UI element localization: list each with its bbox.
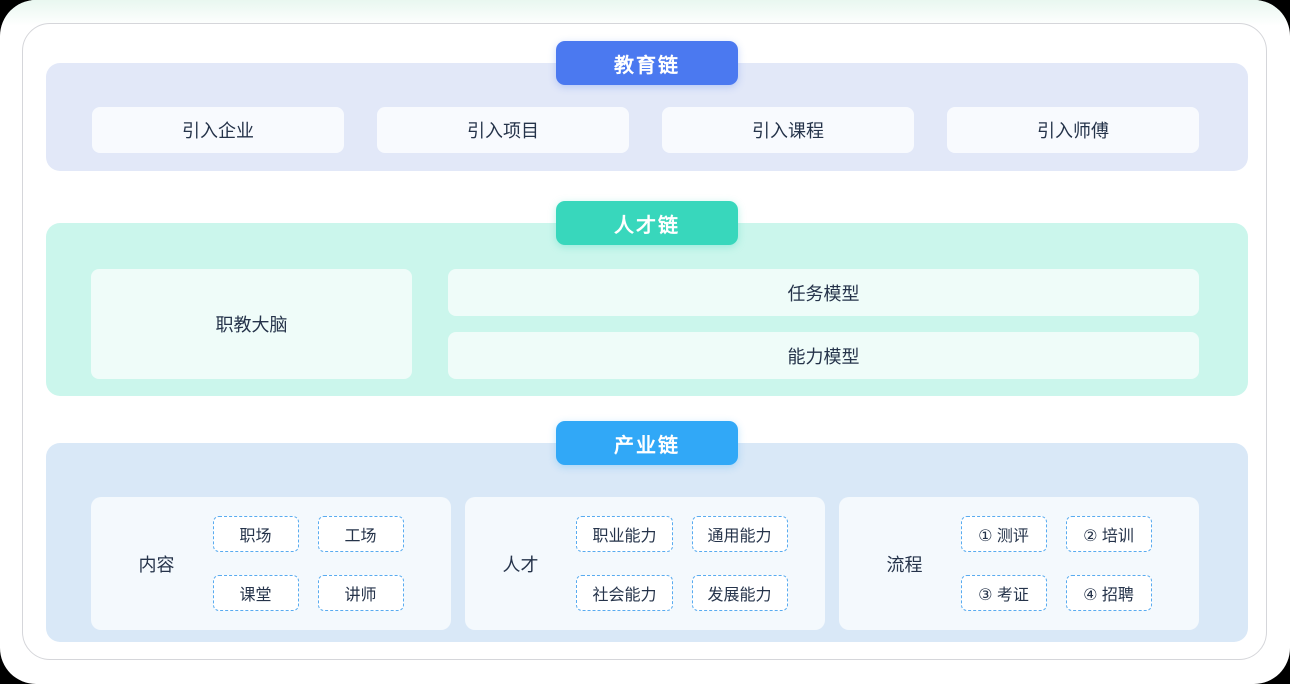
education-item-project: 引入项目 <box>377 107 629 153</box>
industry-chip: 通用能力 <box>691 516 788 552</box>
section-talent-chain: 人才链 职教大脑 任务模型 能力模型 <box>46 201 1248 396</box>
industry-chip: 发展能力 <box>691 575 788 611</box>
industry-chip-grid: 职业能力 通用能力 社会能力 发展能力 <box>576 516 788 611</box>
industry-chip-grid: 职场 工场 课堂 讲师 <box>212 516 404 611</box>
industry-chip: ③ 考证 <box>960 575 1047 611</box>
industry-chip: ② 培训 <box>1065 516 1152 552</box>
industry-group-label: 内容 <box>138 554 175 575</box>
education-item-mentor: 引入师傅 <box>947 107 1199 153</box>
education-item-course: 引入课程 <box>662 107 914 153</box>
industry-group-talent: 人才 职业能力 通用能力 社会能力 发展能力 <box>465 497 825 630</box>
section-industry-chain: 产业链 内容 职场 工场 课堂 讲师 人才 职业能力 通用能力 <box>46 421 1248 642</box>
diagram-card: 教育链 引入企业 引入项目 引入课程 引入师傅 人才链 职教大脑 任务模型 能力… <box>22 23 1267 660</box>
talent-brain-box: 职教大脑 <box>91 269 412 379</box>
industry-chip: 工场 <box>317 516 404 552</box>
industry-groups-row: 内容 职场 工场 课堂 讲师 人才 职业能力 通用能力 社会能力 发展能力 <box>91 497 1199 630</box>
education-item-enterprise: 引入企业 <box>92 107 344 153</box>
industry-chip: 职业能力 <box>576 516 673 552</box>
industry-chip: 职场 <box>212 516 299 552</box>
industry-group-process: 流程 ① 测评 ② 培训 ③ 考证 ④ 招聘 <box>839 497 1199 630</box>
education-items-row: 引入企业 引入项目 引入课程 引入师傅 <box>92 107 1199 153</box>
education-chain-tag: 教育链 <box>556 41 738 85</box>
talent-chain-tag: 人才链 <box>556 201 738 245</box>
industry-group-content: 内容 职场 工场 课堂 讲师 <box>91 497 451 630</box>
industry-group-label: 流程 <box>886 554 923 575</box>
talent-model-task: 任务模型 <box>448 269 1199 316</box>
section-education-chain: 教育链 引入企业 引入项目 引入课程 引入师傅 <box>46 41 1248 171</box>
industry-chain-tag: 产业链 <box>556 421 738 465</box>
industry-chip: 讲师 <box>317 575 404 611</box>
industry-chip: 社会能力 <box>576 575 673 611</box>
talent-model-ability: 能力模型 <box>448 332 1199 379</box>
industry-group-label: 人才 <box>502 554 539 575</box>
industry-chip: ① 测评 <box>960 516 1047 552</box>
industry-chip-grid: ① 测评 ② 培训 ③ 考证 ④ 招聘 <box>960 516 1152 611</box>
industry-chip: 课堂 <box>212 575 299 611</box>
talent-models-column: 任务模型 能力模型 <box>448 269 1199 379</box>
industry-chip: ④ 招聘 <box>1065 575 1152 611</box>
